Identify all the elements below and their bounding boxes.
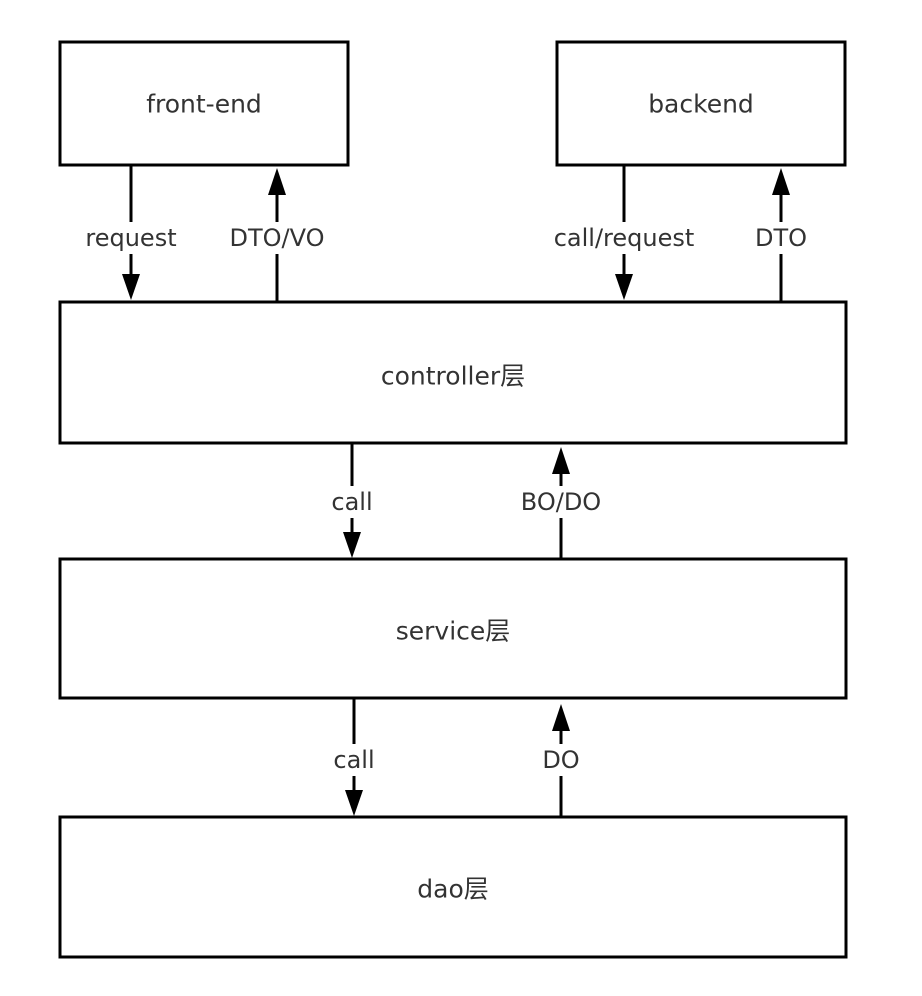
controller-node: controller层 xyxy=(58,300,848,445)
arrow-up-icon xyxy=(268,168,286,195)
service-node: service层 xyxy=(58,557,848,700)
edge-label-do: DO xyxy=(542,746,579,774)
edge-label-bo-do: BO/DO xyxy=(521,488,601,516)
edge-label-request: request xyxy=(85,224,176,252)
backend-box xyxy=(555,40,847,167)
service-box xyxy=(58,557,848,700)
arrow-down-icon xyxy=(343,532,361,558)
dao-label: dao层 xyxy=(417,875,489,904)
edge-frontend-request: request xyxy=(80,166,182,300)
edge-label-call-request: call/request xyxy=(554,224,695,252)
edge-backend-request: call/request xyxy=(546,166,702,300)
edge-controller-return: BO/DO xyxy=(511,447,611,558)
edge-service-return: DO xyxy=(535,704,587,816)
backend-label: backend xyxy=(648,90,754,119)
controller-box xyxy=(58,300,848,445)
edge-controller-call: call xyxy=(326,444,378,558)
frontend-node: front-end xyxy=(58,40,350,167)
dao-node: dao层 xyxy=(58,815,848,959)
edge-frontend-return: DTO/VO xyxy=(221,168,333,301)
frontend-label: front-end xyxy=(146,90,262,119)
edge-label-dto-vo: DTO/VO xyxy=(229,224,324,252)
arrow-up-icon xyxy=(552,704,570,731)
arrow-down-icon xyxy=(615,274,633,300)
arrow-up-icon xyxy=(552,447,570,474)
edge-label-call: call xyxy=(331,488,372,516)
edge-backend-return: DTO xyxy=(749,168,813,301)
frontend-box xyxy=(58,40,350,167)
dao-box xyxy=(58,815,848,959)
edge-label-dto: DTO xyxy=(755,224,807,252)
edge-label-call: call xyxy=(333,746,374,774)
arrow-down-icon xyxy=(345,790,363,816)
arrow-down-icon xyxy=(122,274,140,300)
service-label: service层 xyxy=(396,617,511,646)
backend-node: backend xyxy=(555,40,847,167)
edge-service-call: call xyxy=(328,699,380,816)
arrow-up-icon xyxy=(772,168,790,195)
controller-label: controller层 xyxy=(381,362,525,391)
